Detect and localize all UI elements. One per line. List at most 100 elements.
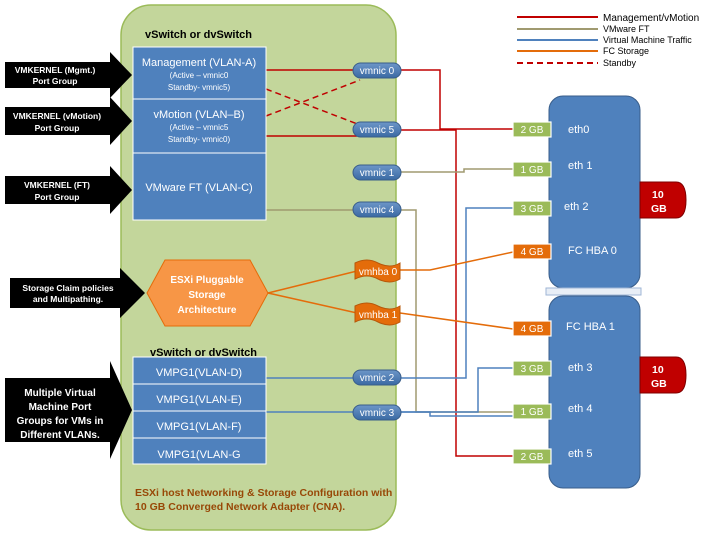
uplink-vmnic3: vmnic 3 [352,404,402,421]
uplink-vmnic2-label: vmnic 2 [360,373,395,384]
arrow-ft-line1: VMKERNEL (FT) [24,180,90,190]
link-vmnic3-eth4 [393,411,513,417]
portgroup-vmotion: vMotion (VLAN–B) (Active – vmnic5 Standb… [132,98,267,154]
port-eth5-label: eth 5 [568,448,592,460]
port-fc1: 4 GB FC HBA 1 [512,320,615,337]
uplink-vmhba1-label: vmhba 1 [359,310,398,321]
badge-10gb-top: 10 GB [639,181,687,219]
link-vmnic1-eth1 [393,168,513,173]
port-eth0-label: eth0 [568,124,589,136]
port-eth1-speed: 1 GB [521,165,544,176]
port-fc0: 4 GB FC HBA 0 [512,243,617,260]
port-eth0-speed: 2 GB [521,125,544,136]
link-vmotion-standby-vmnic0 [265,79,361,117]
vswitch-bottom-title: vSwitch or dvSwitch [150,347,257,359]
arrow-vm-line4: Different VLANs. [20,430,100,441]
port-fc0-speed: 4 GB [521,247,544,258]
arrow-mgmt-line2: Port Group [33,76,78,86]
host-footer-line2: 10 GB Converged Network Adapter (CNA). [135,501,345,513]
badge-top-line1: 10 [652,189,664,201]
legend-vm-label: Virtual Machine Traffic [603,35,692,45]
uplink-vmhba1: vmhba 1 [354,302,401,326]
port-eth5-speed: 2 GB [521,452,544,463]
uplink-vmnic1-label: vmnic 1 [360,168,395,179]
uplink-vmnic0-label: vmnic 0 [360,66,395,77]
arrow-vmkernel-mgmt: VMKERNEL (Mgmt.) Port Group [5,52,132,98]
vmpg-row-1: VMPG1(VLAN-D) [156,367,242,379]
arrow-storage-claim: Storage Claim policies and Multipathing. [10,268,145,318]
arrow-vmkernel-ft: VMKERNEL (FT) Port Group [5,166,132,214]
arrow-vmotion-line2: Port Group [35,123,80,133]
link-psa-vmhba0 [267,270,358,294]
port-eth5: 2 GB eth 5 [512,448,592,465]
arrow-mgmt-line1: VMKERNEL (Mgmt.) [15,65,96,75]
port-eth2-speed: 3 GB [521,204,544,215]
port-eth3-label: eth 3 [568,362,592,374]
link-psa-vmhba1 [267,292,358,314]
badge-10gb-bottom: 10 GB [639,356,687,394]
psa-line2: Storage [188,290,226,301]
arrow-vm-portgroups: Multiple Virtual Machine Port Groups for… [5,361,132,459]
uplink-vmhba0-label: vmhba 0 [359,267,398,278]
legend-fc-label: FC Storage [603,46,649,56]
arrow-storage-line2: and Multipathing. [33,294,103,304]
port-eth2-label: eth 2 [564,201,588,213]
psa-hexagon: ESXi Pluggable Storage Architecture [146,259,269,327]
uplink-vmnic5-label: vmnic 5 [360,125,395,136]
port-eth4-label: eth 4 [568,403,592,415]
portgroup-mgmt: Management (VLAN-A) (Active – vmnic0 Sta… [132,46,267,100]
vmpg-row-2: VMPG1(VLAN-E) [156,394,242,406]
badge-bottom-line2: GB [651,378,667,390]
arrow-vm-line3: Groups for VMs in [17,416,104,427]
legend-management-label: Management/vMotion [603,13,699,24]
link-vmhba1-fc1 [399,312,514,330]
badge-bottom-line1: 10 [652,364,664,376]
link-vmnic0-eth0 [393,69,513,130]
arrow-vmotion-line1: VMKERNEL (vMotion) [13,111,101,121]
portgroup-mgmt-line1: (Active – vmnic0 [170,71,229,80]
link-vmnic3-eth3 [393,367,513,413]
portgroup-vmotion-line2: Standby- vmnic0) [168,135,231,144]
badge-top-line2: GB [651,203,667,215]
legend-ft-label: VMware FT [603,24,650,34]
portgroup-ft: VMware FT (VLAN-C) [132,152,267,221]
port-eth1: 1 GB eth 1 [512,160,592,178]
uplink-vmhba0: vmhba 0 [354,259,401,283]
port-eth3-speed: 3 GB [521,364,544,375]
portgroup-ft-title: VMware FT (VLAN-C) [145,182,252,194]
uplink-vmnic4: vmnic 4 [352,201,402,218]
link-vmnic2-eth2 [393,207,513,379]
connections [265,69,514,457]
portgroup-mgmt-line2: Standby- vmnic5) [168,83,231,92]
port-eth4-speed: 1 GB [521,407,544,418]
psa-line3: Architecture [178,305,237,316]
arrow-vmkernel-vmotion: VMKERNEL (vMotion) Port Group [5,97,132,145]
arrow-ft-line2: Port Group [35,192,80,202]
port-eth4: 1 GB eth 4 [512,403,592,420]
uplink-vmnic0: vmnic 0 [352,62,402,79]
port-fc1-speed: 4 GB [521,324,544,335]
cna-adapter-top [548,95,641,289]
link-mgmt-standby-vmnic5 [265,88,361,126]
link-vmhba0-fc0 [400,251,514,271]
portgroup-vmotion-line1: (Active – vmnic5 [170,123,229,132]
port-eth3: 3 GB eth 3 [512,360,592,377]
arrow-vm-line2: Machine Port [29,402,92,413]
port-fc0-label: FC HBA 0 [568,245,617,257]
portgroup-mgmt-title: Management (VLAN-A) [142,57,256,69]
uplink-vmnic2: vmnic 2 [352,369,402,386]
arrow-vm-line1: Multiple Virtual [24,388,96,399]
link-vmnic5-eth5 [393,129,513,457]
arrow-storage-line1: Storage Claim policies [22,283,113,293]
port-eth0: 2 GB eth0 [512,121,589,138]
portgroup-vm-stack: VMPG1(VLAN-D) VMPG1(VLAN-E) VMPG1(VLAN-F… [132,356,267,465]
port-fc1-label: FC HBA 1 [566,321,615,333]
legend: Management/vMotion VMware FT Virtual Mac… [517,13,699,68]
uplink-vmnic4-label: vmnic 4 [360,205,395,216]
vmpg-row-4: VMPG1(VLAN-G [157,449,240,461]
port-eth1-label: eth 1 [568,160,592,172]
uplink-vmnic1: vmnic 1 [352,164,402,181]
adapter-divider [545,287,642,296]
uplink-vmnic5: vmnic 5 [352,121,402,138]
